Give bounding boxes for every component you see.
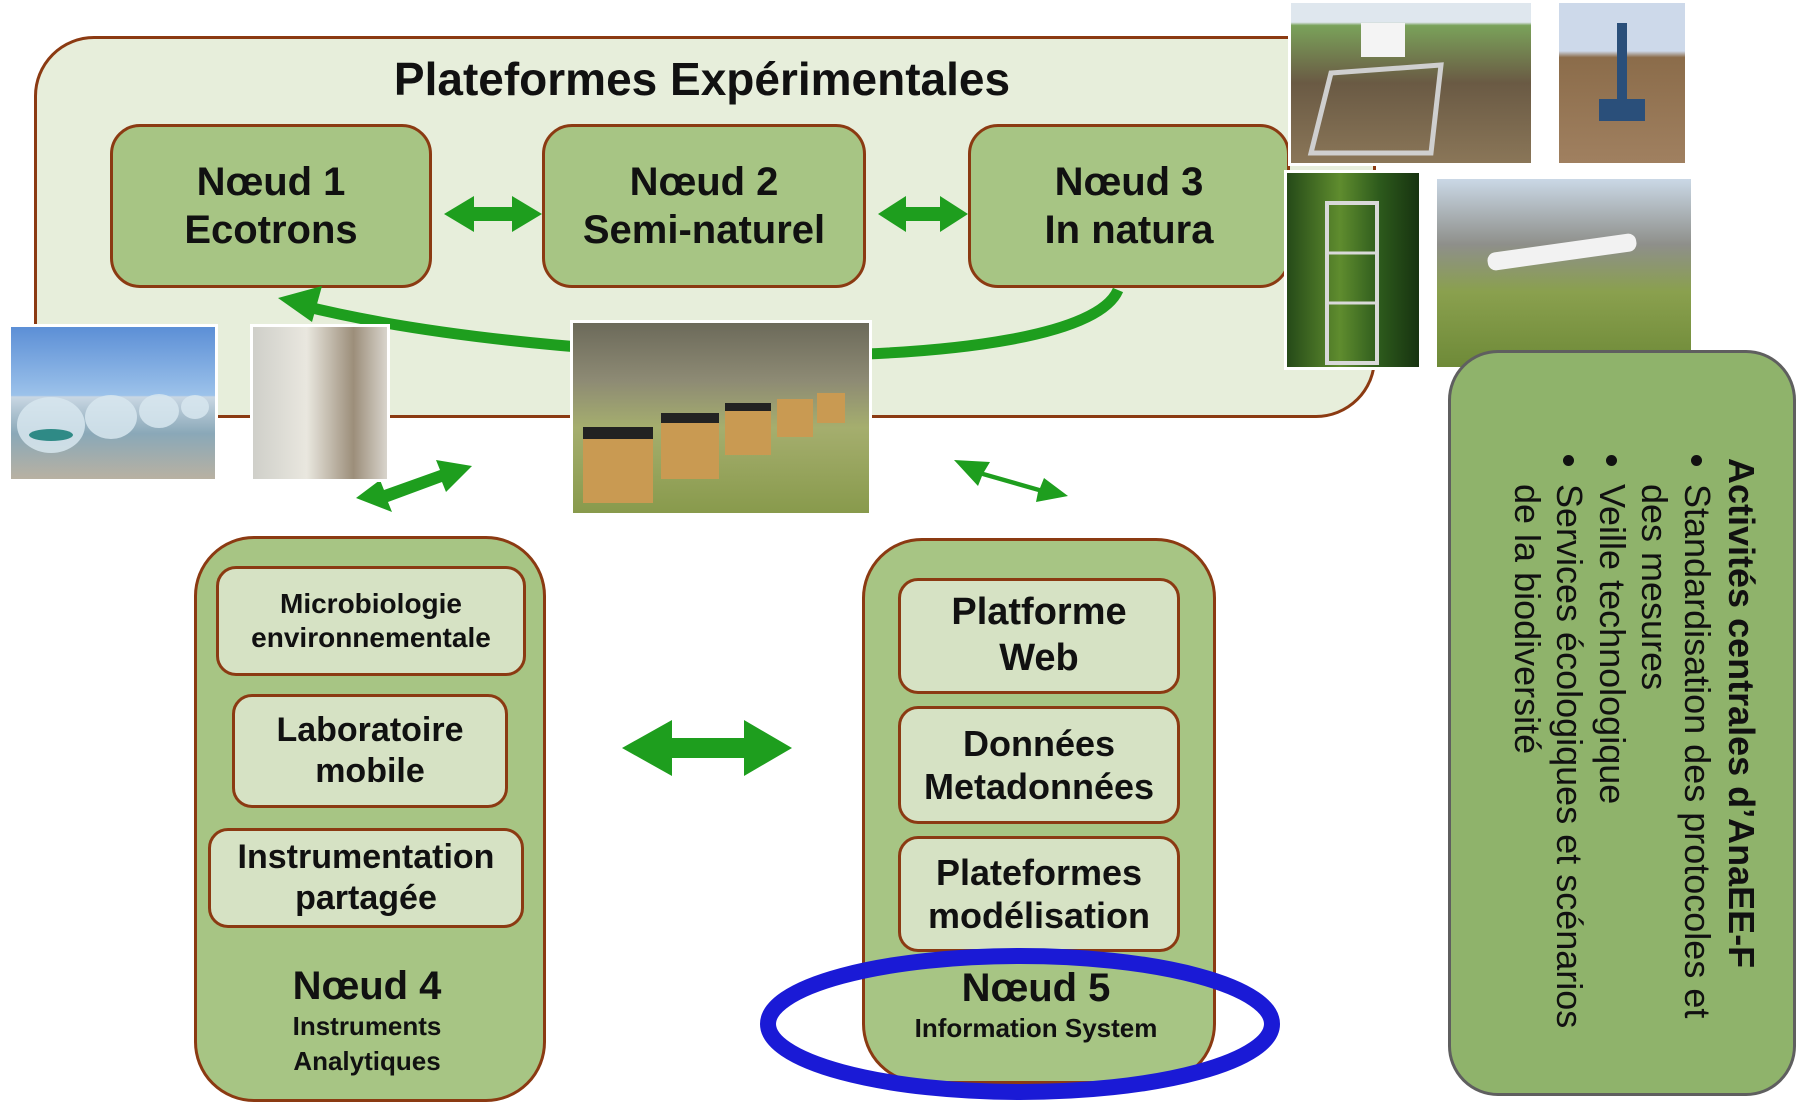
central-activities-text: Activités centrales d’AnaEE-F Standardis… (1505, 458, 1762, 1068)
forest-tower-photo (1284, 170, 1422, 370)
double-arrow-icon (356, 460, 472, 512)
central-activities-title: Activités centrales d’AnaEE-F (1721, 458, 1762, 969)
node-1-ecotrons: Nœud 1 Ecotrons (110, 124, 432, 288)
panel-title: Plateformes Expérimentales (393, 53, 1011, 105)
double-arrow-icon (954, 460, 1068, 502)
double-arrow-icon (622, 720, 792, 776)
web-line2: Web (999, 637, 1079, 679)
node-2-name: Semi-naturel (582, 208, 826, 252)
rig-icon (1599, 23, 1645, 121)
donnees-line1: Données (962, 722, 1116, 764)
node-1-label: Nœud 1 (196, 160, 346, 204)
double-arrow-icon (878, 196, 968, 232)
node-4-caption: Nœud 4 Instruments Analytiques (194, 964, 540, 1079)
tower-icon (1325, 201, 1379, 365)
activity-item: Services écologiques et scénarios de la … (1505, 484, 1590, 1068)
node-2-label: Nœud 2 (629, 160, 779, 204)
modelisation-line1: Plateformes (935, 851, 1143, 893)
instrumentation-line1: Instrumentation (237, 838, 495, 877)
donnees-line2: Metadonnées (923, 766, 1155, 807)
node-1-name: Ecotrons (184, 208, 358, 252)
drilling-rig-photo (1556, 0, 1688, 166)
shelter-icon (1307, 23, 1444, 156)
instrumentation-box: Instrumentation partagée (208, 828, 524, 928)
microbiologie-box: Microbiologie environnementale (216, 566, 526, 676)
ecotron-domes-photo (8, 324, 218, 482)
modelisation-line2: modélisation (927, 895, 1151, 936)
central-activities-panel (1448, 350, 1796, 1096)
node-2-semi-naturel: Nœud 2 Semi-naturel (542, 124, 866, 288)
double-arrow-icon (444, 196, 542, 232)
mesocosm-tanks-photo (570, 320, 872, 516)
node-5-caption: Nœud 5 Information System (862, 966, 1210, 1046)
field-rainout-photo (1288, 0, 1534, 166)
node-5-sub: Information System (914, 1013, 1158, 1043)
laboratoire-mobile-box: Laboratoire mobile (232, 694, 508, 808)
mountain-shelter-photo (1434, 176, 1694, 370)
modelisation-box: Plateformes modélisation (898, 836, 1180, 952)
microbiologie-line2: environnementale (251, 622, 491, 653)
laboratoire-line2: mobile (315, 752, 425, 790)
node-3-in-natura: Nœud 3 In natura (968, 124, 1290, 288)
microbiologie-line1: Microbiologie (280, 588, 462, 620)
domes-icon (17, 394, 209, 453)
laboratoire-line1: Laboratoire (276, 711, 464, 750)
donnees-box: Données Metadonnées (898, 706, 1180, 824)
activity-item: Standardisation des protocoles et des me… (1633, 484, 1717, 1068)
mountain-shelter-icon (1487, 233, 1637, 271)
highlight-ellipse (760, 948, 1280, 1100)
node-4-sub1: Instruments (292, 1011, 442, 1041)
node-5-label: Nœud 5 (961, 966, 1111, 1010)
lab-instruments-photo (250, 324, 390, 482)
node-3-label: Nœud 3 (1054, 160, 1204, 204)
platforme-web-box: Platforme Web (898, 578, 1180, 694)
web-line1: Platforme (951, 591, 1127, 634)
central-activities-list: Standardisation des protocoles et des me… (1505, 458, 1718, 1068)
node-4-label: Nœud 4 (292, 964, 442, 1008)
tanks-icon (583, 393, 845, 503)
node-3-name: In natura (1044, 208, 1214, 252)
activity-item: Veille technologique (1590, 484, 1633, 1068)
node-4-sub2: Analytiques (293, 1046, 441, 1077)
instrumentation-line2: partagée (295, 879, 437, 917)
